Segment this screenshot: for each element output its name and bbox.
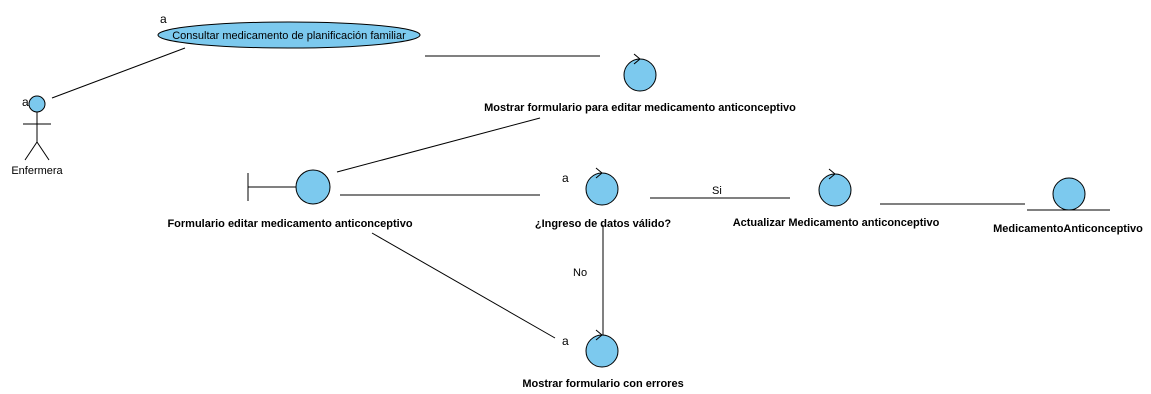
- use-case-label: Consultar medicamento de planificación f…: [172, 30, 406, 42]
- actor-marker: a: [22, 95, 29, 109]
- control-label: Actualizar Medicamento anticonceptivo: [733, 217, 940, 229]
- control-label: Mostrar formulario con errores: [522, 378, 683, 390]
- edge-label-no: No: [573, 267, 587, 279]
- boundary-formulario-editar[interactable]: Formulario editar medicamento anticoncep…: [167, 169, 413, 230]
- control-ingreso-datos[interactable]: ¿Ingreso de datos válido?: [535, 167, 672, 230]
- control-circle: [623, 58, 657, 92]
- use-case-ellipse: [157, 21, 421, 49]
- use-case-marker: a: [160, 12, 167, 26]
- actor-right-leg: [36, 141, 50, 161]
- control-actualizar[interactable]: Actualizar Medicamento anticonceptivo: [733, 168, 940, 229]
- control-arrow: [595, 329, 603, 341]
- control-label: ¿Ingreso de datos válido?: [535, 218, 672, 230]
- control-arrow: [828, 168, 836, 180]
- link-formulario-errores: [371, 232, 556, 339]
- entity-label: MedicamentoAnticonceptivo: [993, 223, 1143, 235]
- entity-medicamento[interactable]: MedicamentoAnticonceptivo: [993, 177, 1143, 235]
- control-mostrar-errores[interactable]: Mostrar formulario con errores: [522, 329, 684, 390]
- control-arrow: [633, 53, 641, 65]
- actor-head: [28, 95, 46, 113]
- link-usecase-actor: [51, 47, 186, 99]
- actor-label: Enfermera: [11, 165, 63, 177]
- use-case-consultar[interactable]: Consultar medicamento de planificación f…: [157, 21, 421, 49]
- control-circle: [585, 334, 619, 368]
- actor-enfermera[interactable]: Enfermera: [11, 95, 64, 177]
- errores-marker: a: [562, 334, 569, 348]
- control-circle: [818, 173, 852, 207]
- control-mostrar-formulario[interactable]: Mostrar formulario para editar medicamen…: [484, 53, 796, 114]
- control-label: Mostrar formulario para editar medicamen…: [484, 102, 796, 114]
- link-formulario-mostrar: [336, 117, 541, 173]
- boundary-label: Formulario editar medicamento anticoncep…: [167, 218, 412, 230]
- ingreso-marker: a: [562, 171, 569, 185]
- control-arrow: [595, 167, 603, 179]
- actor-left-leg: [24, 141, 38, 161]
- entity-circle: [1052, 177, 1086, 211]
- edge-label-si: Si: [712, 185, 722, 197]
- control-circle: [585, 172, 619, 206]
- boundary-circle: [295, 169, 331, 205]
